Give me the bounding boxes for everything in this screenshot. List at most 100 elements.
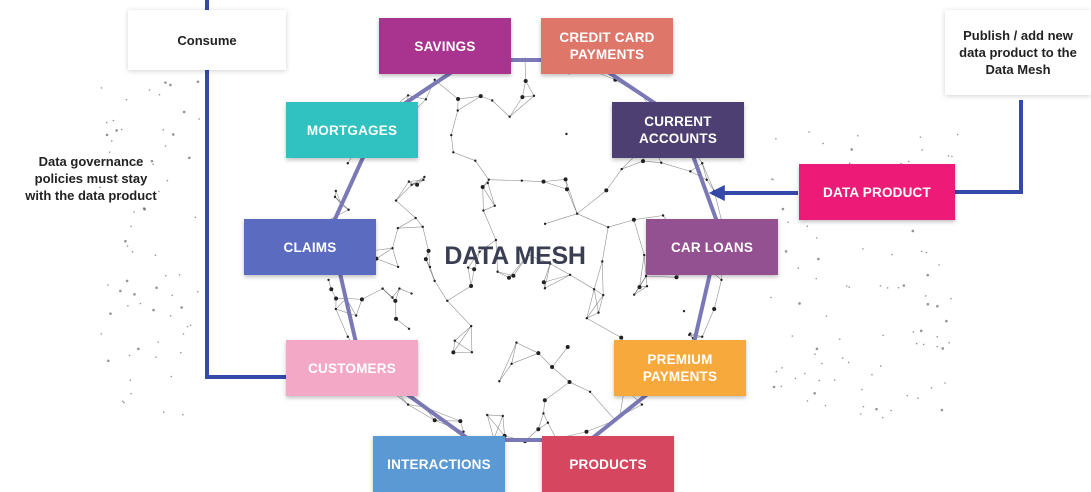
scatter-dot	[791, 335, 794, 337]
scatter-dot	[897, 286, 900, 289]
mesh-node-dot	[508, 115, 511, 118]
mesh-link	[488, 179, 522, 181]
mesh-link	[457, 95, 481, 111]
mesh-node-dot	[487, 178, 491, 181]
mesh-link	[551, 346, 568, 368]
credit-card-payments-node[interactable]: CREDIT CARD PAYMENTS	[541, 18, 673, 74]
mesh-link	[487, 414, 505, 437]
mesh-link	[395, 288, 400, 301]
mesh-node-dot	[511, 273, 516, 278]
scatter-dot	[188, 156, 191, 160]
mesh-node-dot	[501, 414, 504, 418]
mesh-node-dot	[520, 95, 525, 100]
scatter-dot	[825, 315, 828, 317]
mesh-link	[422, 226, 429, 251]
mesh-node-dot	[334, 189, 338, 193]
scatter-dot	[950, 297, 952, 300]
scatter-dot	[856, 134, 859, 137]
mesh-link	[646, 275, 677, 278]
scatter-dot	[930, 386, 933, 389]
mesh-node-dot	[640, 159, 645, 164]
mesh-link	[642, 160, 662, 164]
scatter-dot	[129, 379, 132, 382]
current-accounts-node[interactable]: CURRENT ACCOUNTS	[612, 102, 744, 158]
mesh-link	[509, 96, 523, 117]
scatter-dot	[881, 416, 884, 419]
mesh-link	[376, 247, 393, 259]
scatter-dot	[99, 186, 101, 189]
scatter-dot	[784, 250, 788, 253]
mesh-link	[395, 184, 412, 201]
mesh-link	[475, 160, 490, 180]
mesh-node-dot	[563, 177, 568, 182]
mesh-link	[355, 299, 363, 316]
mesh-link	[513, 254, 529, 276]
scatter-dot	[139, 302, 142, 305]
mesh-node-dot	[396, 226, 400, 230]
mesh-node-dot	[347, 208, 350, 211]
mesh-node-dot	[592, 288, 596, 291]
scatter-dot	[847, 361, 850, 364]
mesh-link	[601, 261, 604, 296]
mesh-node-dot	[597, 311, 600, 314]
mesh-link	[633, 219, 645, 256]
mesh-link	[397, 226, 423, 229]
scatter-dot	[941, 347, 945, 350]
mesh-link	[486, 414, 495, 439]
mesh-link	[565, 179, 578, 214]
scatter-dot	[770, 296, 772, 299]
scatter-dot	[911, 229, 915, 233]
mesh-node-dot	[515, 341, 518, 344]
scatter-dot	[925, 251, 928, 254]
scatter-dot	[194, 216, 197, 219]
scatter-dot	[890, 409, 892, 412]
mesh-link	[450, 135, 454, 153]
mesh-link	[527, 254, 551, 264]
scatter-dot	[936, 336, 939, 338]
mesh-link	[335, 308, 349, 337]
scatter-dot	[110, 140, 113, 142]
scatter-dot	[154, 254, 157, 257]
scatter-dot	[922, 343, 925, 346]
scatter-dot	[797, 267, 800, 270]
products-node[interactable]: PRODUCTS	[542, 436, 674, 492]
mesh-link	[450, 110, 459, 136]
mesh-link	[395, 181, 410, 201]
mesh-link	[593, 289, 599, 313]
mesh-link	[551, 366, 570, 383]
mesh-link	[502, 415, 505, 436]
scatter-dot	[775, 137, 777, 140]
scatter-dot	[817, 257, 820, 261]
interactions-node[interactable]: INTERACTIONS	[373, 436, 505, 492]
mesh-link	[411, 179, 424, 186]
mesh-link	[392, 228, 399, 249]
savings-node[interactable]: SAVINGS	[379, 18, 511, 74]
mesh-node-dot	[334, 307, 338, 311]
mesh-node-dot	[568, 273, 572, 277]
mesh-node-dot	[396, 265, 400, 269]
mesh-link	[483, 205, 495, 211]
mortgages-node[interactable]: MORTGAGES	[286, 102, 418, 158]
scatter-dot	[814, 353, 816, 356]
mesh-link	[524, 58, 526, 81]
mesh-link	[346, 298, 362, 300]
scatter-dot	[157, 341, 160, 343]
mesh-link	[487, 182, 496, 206]
car-loans-node[interactable]: CAR LOANS	[646, 219, 778, 275]
claims-node[interactable]: CLAIMS	[244, 219, 376, 275]
mesh-node-dot	[682, 309, 686, 313]
customers-node[interactable]: CUSTOMERS	[286, 340, 418, 396]
mesh-link	[392, 248, 399, 268]
scatter-dot	[879, 365, 882, 367]
data-product-node[interactable]: DATA PRODUCT	[799, 164, 955, 220]
premium-payments-node[interactable]: PREMIUM PAYMENTS	[614, 340, 746, 396]
scatter-dot	[926, 273, 930, 277]
mesh-node-dot	[536, 351, 541, 356]
mesh-node-dot	[346, 335, 349, 338]
mesh-node-dot	[406, 403, 410, 406]
scatter-dot	[180, 306, 183, 309]
scatter-dot	[133, 211, 135, 213]
mesh-link	[482, 186, 496, 206]
mesh-link	[633, 215, 664, 221]
mesh-link	[543, 181, 568, 190]
